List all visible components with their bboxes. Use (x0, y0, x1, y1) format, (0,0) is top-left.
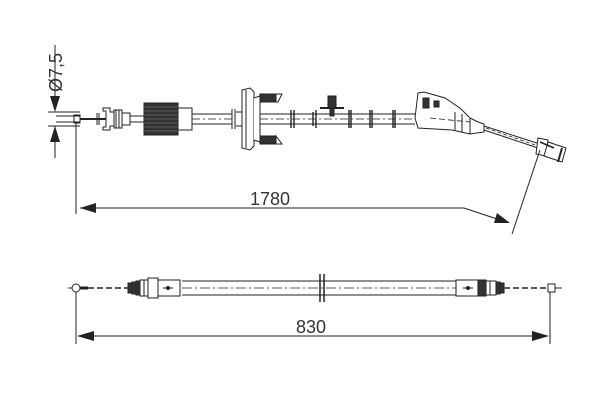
length-label-830: 830 (296, 317, 326, 337)
diameter-label: Ø7,5 (46, 53, 66, 92)
lower-cable-view (68, 274, 562, 344)
upper-cable-view: Ø7,5 (46, 45, 567, 235)
diameter-dimension (48, 45, 80, 158)
length-label-1780: 1780 (250, 189, 290, 209)
